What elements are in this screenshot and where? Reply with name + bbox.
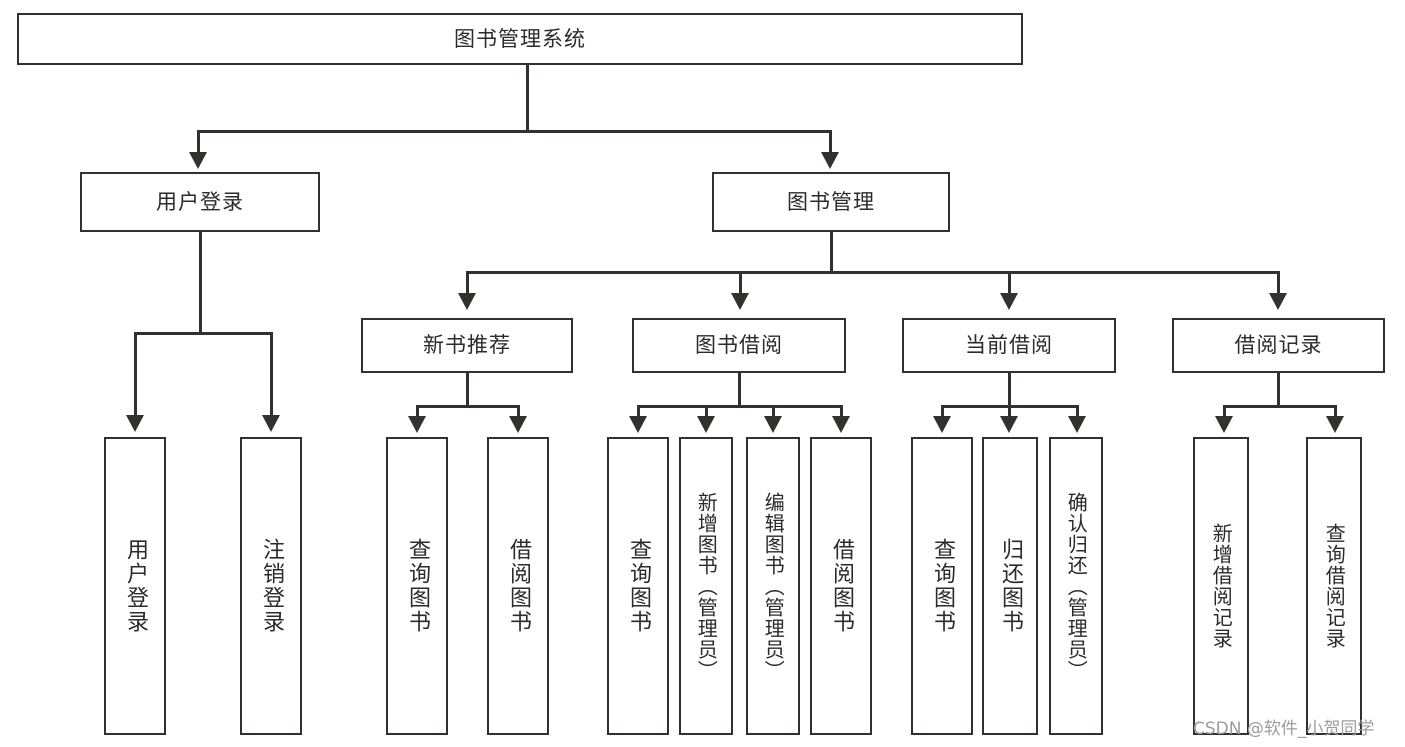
connector-user-login-stem [199,232,202,335]
connector-root-stem [526,65,529,132]
node-label: 用户登录 [156,189,244,214]
connector-cb-drop-1 [941,405,944,418]
connector-bm-drop-borrow-record [1277,271,1280,295]
node-new-book-recommend[interactable]: 新书推荐 [361,318,573,373]
connector-borrow-record-stem [1277,373,1280,408]
connector-root-to-user-login [197,130,200,154]
node-label: 用户登录 [122,538,148,634]
node-label: 确认归还（管理员） [1064,491,1089,681]
node-label: 图书管理 [787,189,875,214]
connector-bb-drop-3 [772,405,775,418]
leaf-add-record[interactable]: 新增借阅记录 [1193,437,1249,735]
connector-book-borrow-stem [738,373,741,408]
leaf-borrow-book-2[interactable]: 借阅图书 [810,437,872,735]
connector-bb-drop-1 [637,405,640,418]
connector-root-bus [197,130,830,133]
connector-cb-drop-3 [1076,405,1079,418]
leaf-user-logout[interactable]: 注销登录 [240,437,302,735]
connector-root-to-book-management [829,130,832,154]
node-borrow-record[interactable]: 借阅记录 [1172,318,1385,373]
leaf-query-record[interactable]: 查询借阅记录 [1306,437,1362,735]
node-label: 借阅图书 [505,538,531,634]
connector-book-borrow-bus [637,405,842,408]
leaf-query-book-1[interactable]: 查询图书 [386,437,448,735]
node-label: 借阅图书 [828,538,854,634]
node-label: 当前借阅 [965,333,1053,358]
node-label: 归还图书 [997,538,1023,634]
connector-borrow-record-bus [1223,405,1336,408]
node-label: 借阅记录 [1234,333,1323,358]
node-user-login[interactable]: 用户登录 [80,172,320,232]
connector-new-book-stem [466,373,469,408]
node-book-management[interactable]: 图书管理 [712,172,950,232]
node-label: 查询借阅记录 [1322,523,1347,649]
node-label: 编辑图书（管理员） [761,491,786,681]
arrow-to-leaf-query-book-3 [933,416,951,433]
connector-bb-drop-2 [705,405,708,418]
arrow-to-new-book-recommend [458,293,476,310]
leaf-confirm-return[interactable]: 确认归还（管理员） [1049,437,1103,735]
arrow-to-book-borrow [731,293,749,310]
arrow-to-leaf-add-book [697,416,715,433]
leaf-add-book[interactable]: 新增图书（管理员） [679,437,733,735]
node-label: 查询图书 [929,538,955,634]
connector-bm-drop-new-book [466,271,469,295]
arrow-to-borrow-record [1269,293,1287,310]
arrow-root-to-book-management [821,152,839,169]
connector-bm-drop-current-borrow [1008,271,1011,295]
connector-user-login-drop-2 [270,332,273,417]
node-current-borrow[interactable]: 当前借阅 [902,318,1116,373]
arrow-to-leaf-query-book-2 [629,416,647,433]
node-root-system[interactable]: 图书管理系统 [17,13,1023,65]
node-book-borrow[interactable]: 图书借阅 [632,318,846,373]
node-label: 新书推荐 [423,333,511,358]
leaf-user-login[interactable]: 用户登录 [104,437,166,735]
connector-br-drop-2 [1334,405,1337,418]
arrow-to-leaf-return-book [1000,416,1018,433]
connector-new-book-drop-2 [517,405,520,418]
node-label: 查询图书 [404,538,430,634]
leaf-query-book-3[interactable]: 查询图书 [911,437,973,735]
node-label: 注销登录 [258,538,284,634]
node-label: 图书管理系统 [454,26,586,51]
arrow-to-leaf-user-logout [262,415,280,432]
connector-user-login-drop-1 [134,332,137,417]
node-label: 新增借阅记录 [1209,523,1234,649]
connector-book-management-stem [830,232,833,274]
watermark-text: CSDN @软件_小贺同学 [1193,719,1375,739]
node-label: 新增图书（管理员） [694,491,719,681]
arrow-to-leaf-borrow-book-2 [832,416,850,433]
connector-bm-drop-book-borrow [739,271,742,295]
connector-br-drop-1 [1223,405,1226,418]
leaf-return-book[interactable]: 归还图书 [982,437,1038,735]
connector-bb-drop-4 [840,405,843,418]
arrow-to-leaf-query-record [1326,416,1344,433]
connector-book-management-bus [466,271,1280,274]
leaf-edit-book[interactable]: 编辑图书（管理员） [746,437,800,735]
node-label: 图书借阅 [695,333,783,358]
arrow-root-to-user-login [189,152,207,169]
arrow-to-leaf-user-login [126,415,144,432]
connector-new-book-bus [416,405,519,408]
arrow-to-current-borrow [1000,293,1018,310]
arrow-to-leaf-add-record [1215,416,1233,433]
connector-cb-drop-2 [1008,405,1011,418]
arrow-to-leaf-borrow-book-1 [509,416,527,433]
arrow-to-leaf-edit-book [764,416,782,433]
leaf-borrow-book-1[interactable]: 借阅图书 [487,437,549,735]
connector-user-login-bus [134,332,273,335]
leaf-query-book-2[interactable]: 查询图书 [607,437,669,735]
arrow-to-leaf-query-book-1 [408,416,426,433]
connector-new-book-drop-1 [416,405,419,418]
connector-current-borrow-stem [1008,373,1011,408]
arrow-to-leaf-confirm-return [1068,416,1086,433]
node-label: 查询图书 [625,538,651,634]
